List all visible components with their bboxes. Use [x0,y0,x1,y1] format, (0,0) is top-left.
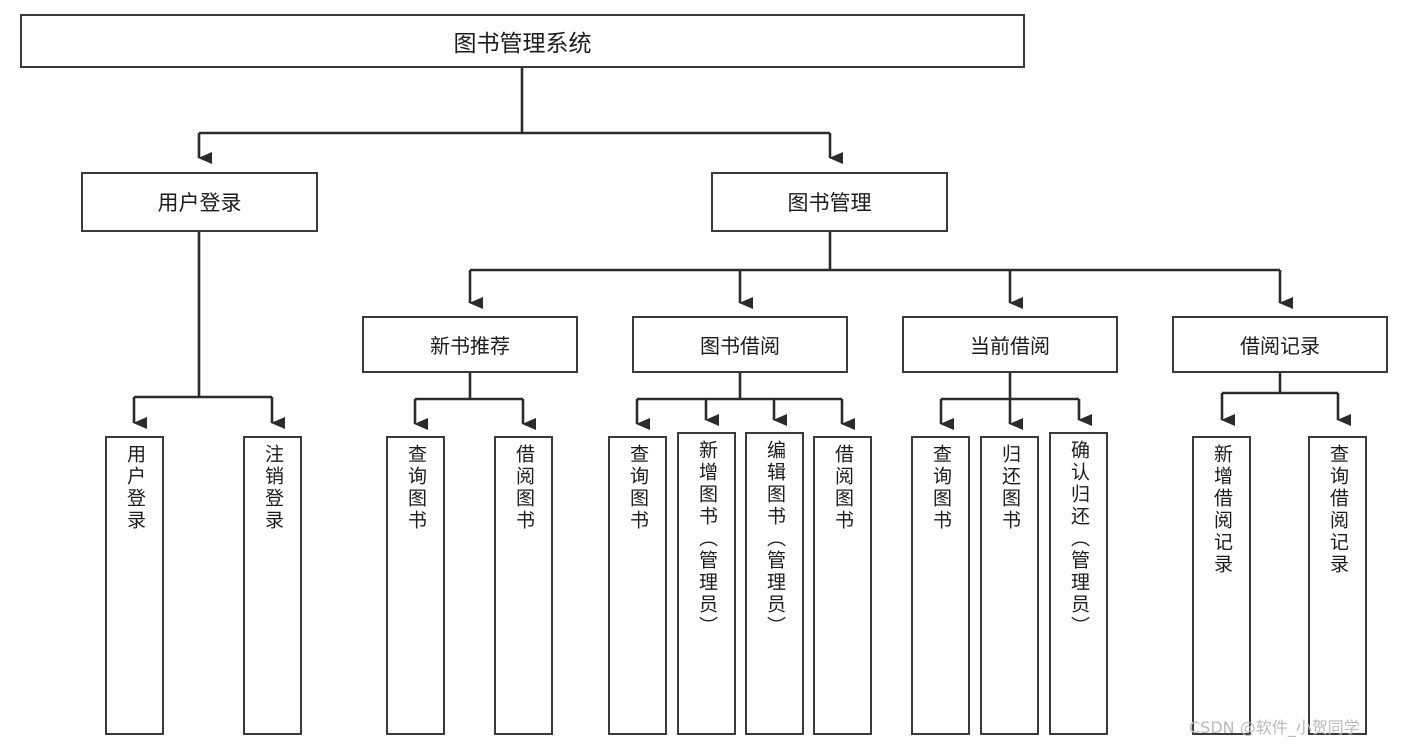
node-label: 用户登录 [157,191,242,215]
node-new-book-recommend[interactable]: 新书推荐 [362,316,578,373]
node-label: 借阅图书 [832,444,854,532]
node-label: 注销登录 [262,444,284,532]
leaf-user-login-signin[interactable]: 用户登录 [105,436,164,735]
node-book-management[interactable]: 图书管理 [711,172,948,232]
node-label: 确认归还（管理员） [1068,440,1090,638]
node-current-borrow[interactable]: 当前借阅 [902,316,1118,373]
node-user-login[interactable]: 用户登录 [81,172,318,232]
node-label: 新书推荐 [430,334,510,358]
leaf-recommend-borrow-book[interactable]: 借阅图书 [494,436,553,735]
leaf-current-query-book[interactable]: 查询图书 [911,436,970,735]
leaf-current-return-book[interactable]: 归还图书 [980,436,1039,735]
leaf-record-query-record[interactable]: 查询借阅记录 [1308,436,1367,735]
node-book-borrow[interactable]: 图书借阅 [632,316,848,373]
node-label: 图书管理 [787,191,872,215]
node-label: 新增借阅记录 [1211,444,1233,576]
leaf-record-add-record[interactable]: 新增借阅记录 [1192,436,1251,735]
node-label: 查询借阅记录 [1327,444,1349,576]
leaf-borrow-borrow-book[interactable]: 借阅图书 [813,436,872,735]
node-label: 借阅图书 [513,444,535,532]
node-label: 新增图书（管理员） [696,440,718,638]
node-label: 图书借阅 [700,334,780,358]
node-label: 查询图书 [405,444,427,532]
leaf-borrow-query-book[interactable]: 查询图书 [608,436,667,735]
leaf-borrow-add-book-admin[interactable]: 新增图书（管理员） [677,432,736,735]
leaf-current-confirm-return-admin[interactable]: 确认归还（管理员） [1049,432,1108,735]
node-label: 查询图书 [627,444,649,532]
leaf-user-login-signout[interactable]: 注销登录 [243,436,302,735]
node-label: 归还图书 [999,444,1021,532]
node-label: 当前借阅 [970,334,1050,358]
leaf-recommend-query-book[interactable]: 查询图书 [386,436,445,735]
node-borrow-record[interactable]: 借阅记录 [1172,316,1388,373]
leaf-borrow-edit-book-admin[interactable]: 编辑图书（管理员） [745,432,804,735]
node-label: 查询图书 [930,444,952,532]
node-label: 图书管理系统 [453,31,592,57]
node-label: 编辑图书（管理员） [764,440,786,638]
node-label: 借阅记录 [1240,334,1320,358]
node-root-system[interactable]: 图书管理系统 [20,14,1025,68]
csdn-watermark: CSDN @软件_小贺同学 [1189,718,1360,737]
node-label: 用户登录 [124,444,146,532]
